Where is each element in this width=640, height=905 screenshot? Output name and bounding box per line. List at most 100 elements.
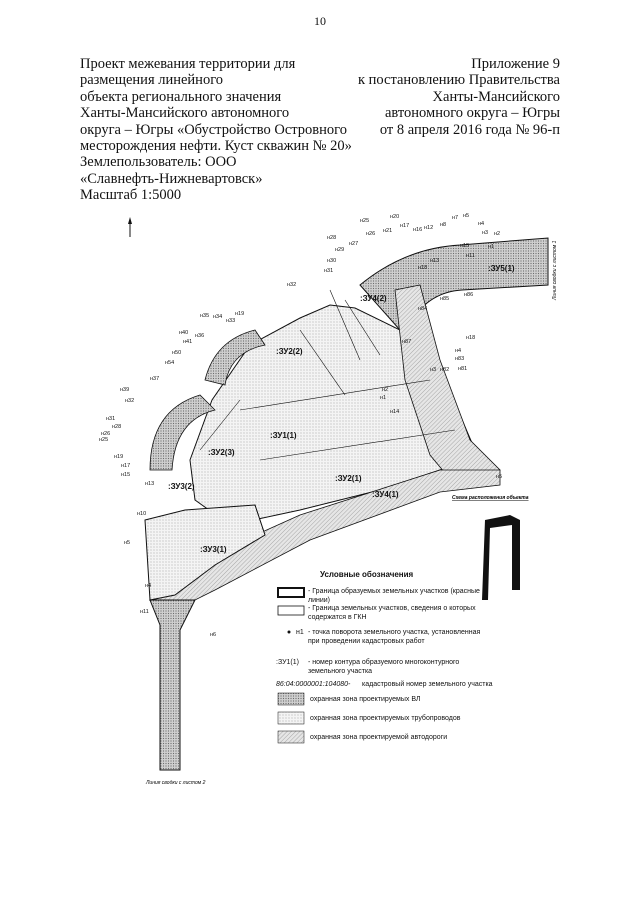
point-label: н17: [121, 463, 130, 469]
appendix-line: Приложение 9: [471, 56, 560, 72]
point-label: н2: [382, 387, 388, 393]
appendix-line: к постановлению Правительства: [358, 72, 560, 89]
project-title-block: Проект межевания территории для размещен…: [80, 56, 370, 204]
location-inset: [482, 515, 520, 600]
point-label: н26: [101, 431, 110, 437]
point-label: н4: [455, 348, 461, 354]
point-label: н40: [179, 330, 188, 336]
point-label: н19: [114, 454, 123, 460]
well-pad-arc-upper: [204, 329, 266, 386]
point-label: н13: [145, 481, 154, 487]
point-label: н6: [210, 632, 216, 638]
point-label: н32: [287, 282, 296, 288]
point-label: н41: [183, 339, 192, 345]
zone-label: :ЗУ1(1): [270, 431, 297, 440]
point-label: н5: [463, 213, 469, 219]
zone-label: :ЗУ4(1): [372, 490, 399, 499]
point-label: н29: [335, 247, 344, 253]
point-label: н3: [430, 367, 436, 373]
point-label: н7: [452, 215, 458, 221]
point-label: н4: [478, 221, 484, 227]
appendix-block: Приложение 9 к постановлению Правительст…: [300, 56, 560, 138]
point-label: н82: [440, 367, 449, 373]
point-label: н54: [165, 360, 174, 366]
sheet-link-note: Линия сводки с листом 2: [145, 780, 206, 786]
legend-gkn-symbol: [277, 605, 305, 616]
legend-item: кадастровый номер земельного участка: [362, 681, 493, 688]
point-label: н34: [213, 314, 222, 320]
point-label: н86: [464, 292, 473, 298]
scheme-link: Схема расположения объекта: [452, 494, 529, 501]
point-label: н36: [195, 333, 204, 339]
point-label: н25: [360, 218, 369, 224]
zone-label: :ЗУ2(1): [335, 474, 362, 483]
point-label: н25: [99, 437, 108, 443]
point-label: н26: [366, 231, 375, 237]
point-label: н28: [112, 424, 121, 430]
title-line: объекта регионального значения: [80, 88, 282, 105]
point-label: н20: [390, 214, 399, 220]
legend-title: Условные обозначения: [320, 570, 414, 579]
legend-item: - точка поворота земельного участка, уст…: [308, 629, 481, 645]
legend-pipeline-symbol: [277, 711, 305, 725]
title-line: Землепользователь: ООО: [80, 154, 237, 171]
well-pad-arc: [149, 394, 216, 471]
point-label: н32: [125, 398, 134, 404]
point-label: н28: [327, 235, 336, 241]
point-label: н2: [494, 231, 500, 237]
point-label: н8: [440, 222, 446, 228]
point-label: н16: [413, 227, 422, 233]
appendix-line: Ханты-Мансийского: [432, 88, 560, 105]
legend-vl-symbol: [277, 692, 305, 706]
legend-point-label: н1: [296, 629, 304, 636]
point-label: н10: [137, 511, 146, 517]
lot-zu3-1: [144, 504, 266, 601]
point-label: н27: [349, 241, 358, 247]
zone-label: :ЗУ3(2): [168, 482, 195, 491]
point-label: н11: [466, 253, 475, 259]
point-label: н21: [383, 228, 392, 234]
point-label: н14: [390, 409, 399, 415]
point-label: н18: [418, 265, 427, 271]
zone-label: :ЗУ2(2): [276, 347, 303, 356]
appendix-line: от 8 апреля 2016 года № 96-п: [379, 121, 560, 138]
title-line: месторождения нефти. Куст скважин № 20»: [80, 138, 352, 155]
point-label: н83: [455, 356, 464, 362]
point-labels: н25 н20 н21 н17 н16 н12 н8 н7 н5 н4 н3 н…: [99, 213, 502, 638]
point-label: н81: [458, 366, 467, 372]
point-label: н17: [400, 223, 409, 229]
pipeline-strip-diagonal: [148, 469, 501, 601]
legend-cadastral-example: 86:04:0000001:104080-: [276, 681, 351, 688]
page-number: 10: [314, 14, 326, 28]
road-corridor-lower: [149, 599, 196, 771]
zone-label: :ЗУ4(2): [360, 294, 387, 303]
title-line: Проект межевания территории для: [80, 56, 296, 72]
legend-item: - Граница земельных участков, сведения о…: [308, 605, 476, 621]
scale-line: Масштаб 1:5000: [80, 187, 182, 204]
point-label: н35: [200, 313, 209, 319]
point-label: н15: [121, 472, 130, 478]
point-label: н30: [327, 258, 336, 264]
legend-item: - Граница образуемых земельных участков …: [308, 588, 480, 604]
cadastral-lines: [199, 289, 456, 536]
point-label: н18: [466, 335, 475, 341]
point-label: н4: [145, 583, 151, 589]
zone-label: :ЗУ2(3): [208, 448, 235, 457]
legend-item: охранная зона проектируемых ВЛ: [310, 696, 421, 703]
point-label: н19: [235, 311, 244, 317]
title-line: округа – Югры «Обустройство Островного: [80, 121, 347, 138]
point-label: н87: [402, 339, 411, 345]
point-label: н12: [424, 225, 433, 231]
title-line: Ханты-Мансийского автономного: [80, 105, 290, 122]
point-label: н31: [106, 416, 115, 422]
title-line: «Славнефть-Нижневартовск»: [80, 170, 263, 187]
point-label: н1: [380, 395, 386, 401]
point-label: н11: [140, 609, 149, 615]
point-label: н39: [120, 387, 129, 393]
appendix-line: автономного округа – Югры: [384, 105, 560, 122]
legend-item: охранная зона проектируемых трубопроводо…: [310, 715, 461, 722]
point-label: н50: [172, 350, 181, 356]
road-corridor-upper: [359, 237, 549, 331]
point-label: н15: [460, 243, 469, 249]
